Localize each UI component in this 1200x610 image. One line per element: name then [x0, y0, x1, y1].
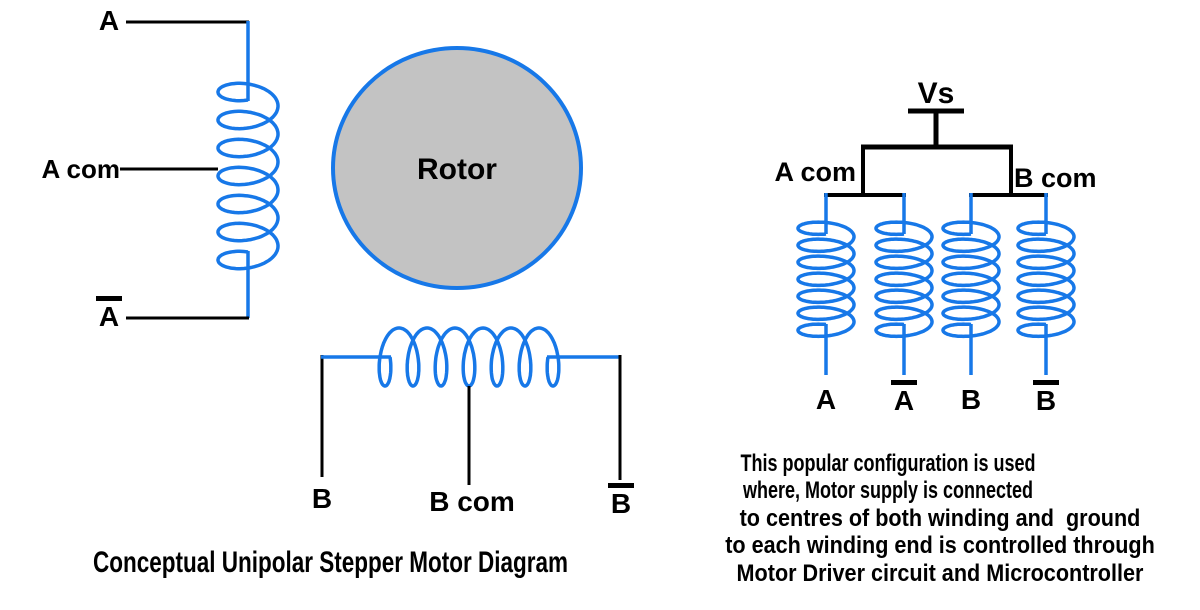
- a-com-text: A com: [41, 154, 121, 184]
- drive-coil-a-winding: [796, 220, 856, 339]
- terminal-a-bar-text: A: [893, 384, 915, 416]
- phase-a-top-terminal-text: A: [98, 5, 120, 36]
- drive-coil-b-bar: [1016, 193, 1076, 375]
- description-paragraph: This popular configuration is used where…: [690, 450, 1190, 587]
- drive-circuit: [796, 108, 1076, 375]
- terminal-a-text: A: [815, 384, 837, 415]
- overline-bar: A: [890, 379, 918, 416]
- diagram-caption: Conceptual Unipolar Stepper Motor Diagra…: [93, 546, 569, 579]
- phase-a-bottom-terminal-label: A: [88, 294, 130, 332]
- drive-coil-abar-winding: [874, 220, 934, 339]
- phase-a-coil: [216, 81, 280, 271]
- overline-bar: A: [95, 295, 123, 332]
- drive-coil-a: [796, 193, 856, 375]
- overline-bar: B: [607, 482, 635, 519]
- vs-text: Vs: [917, 77, 955, 110]
- phase-b-left-terminal-text: B: [311, 483, 333, 514]
- rotor-text: Rotor: [417, 153, 497, 186]
- phase-b-right-terminal-text: B: [610, 487, 632, 519]
- drive-coil-b: [941, 193, 1001, 375]
- terminal-b-bar-text: B: [1035, 384, 1057, 416]
- drive-coil-a-bar: [874, 193, 934, 375]
- drive-a-com-label: A com: [752, 158, 856, 186]
- phase-b-coil: [377, 326, 561, 388]
- rotor-circle: [331, 46, 583, 290]
- drive-b-com-label: B com: [1014, 164, 1118, 192]
- rotor-label: Rotor: [397, 153, 517, 187]
- drive-coil-b-winding: [941, 220, 1001, 339]
- phase-b-left-terminal-label: B: [301, 484, 343, 514]
- description-line: Motor Driver circuit and Microcontroller: [736, 559, 1144, 587]
- description-line: where, Motor supply is connected: [742, 477, 1034, 505]
- vs-supply-label: Vs: [903, 78, 969, 110]
- phase-b-right-terminal-label: B: [600, 481, 642, 519]
- description-line: This popular configuration is used: [740, 450, 1036, 477]
- phase-a-top-terminal-label: A: [88, 6, 130, 36]
- drive-coil-bbar-winding: [1016, 220, 1076, 339]
- phase-b-winding: [320, 326, 622, 485]
- terminal-b-label: B: [949, 386, 993, 414]
- b-com-label: B com: [420, 487, 524, 517]
- phase-a-bottom-terminal-text: A: [98, 300, 120, 332]
- overline-bar: B: [1032, 379, 1060, 416]
- description-line: to centres of both winding and ground: [739, 504, 1141, 532]
- terminal-a-bar-label: A: [882, 379, 926, 415]
- phase-a-winding: [120, 20, 280, 320]
- description-line: to each winding end is controlled throug…: [725, 532, 1155, 560]
- drive-a-com-text: A com: [774, 156, 856, 187]
- a-com-label: A com: [20, 154, 121, 184]
- drive-b-com-text: B com: [1014, 162, 1097, 193]
- terminal-a-label: A: [804, 386, 848, 414]
- terminal-b-text: B: [960, 384, 982, 415]
- b-com-text: B com: [429, 486, 515, 517]
- terminal-b-bar-label: B: [1024, 379, 1068, 415]
